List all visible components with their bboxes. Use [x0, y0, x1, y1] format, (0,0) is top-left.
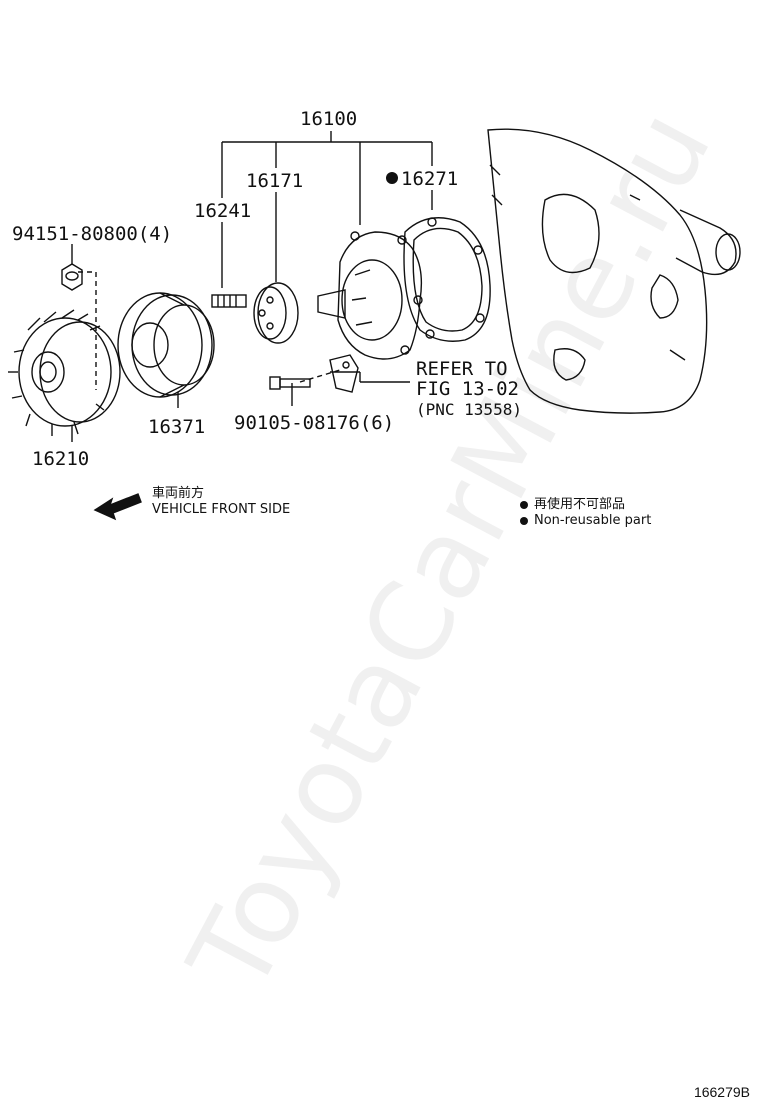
front-direction-arrow-icon	[93, 493, 142, 521]
direction-jp: 車両前方	[152, 486, 205, 501]
flange-part	[253, 282, 299, 344]
legend-en-row: Non-reusable part	[520, 513, 651, 529]
legend: 再使用不可部品 Non-reusable part	[520, 497, 651, 530]
label-fluid-coupling: 16210	[32, 448, 90, 470]
non-reusable-dot-icon	[520, 516, 528, 525]
legend-jp: 再使用不可部品	[534, 497, 626, 512]
label-stud: 16241	[194, 200, 252, 222]
bolt-part	[269, 376, 311, 390]
legend-en: Non-reusable part	[534, 513, 652, 529]
non-reusable-dot-icon	[386, 172, 398, 184]
non-reusable-dot-icon	[520, 500, 528, 509]
figure-id: 166279B	[693, 1084, 750, 1100]
timing-cover-part	[487, 128, 741, 414]
gasket-part	[403, 217, 491, 342]
legend-jp-row: 再使用不可部品	[520, 497, 651, 513]
refer-line-2: FIG 13-02	[416, 378, 519, 400]
fluid-coupling-part	[8, 309, 121, 436]
direction-en: VEHICLE FRONT SIDE	[152, 502, 291, 518]
label-bolt: 90105-08176(6)	[234, 412, 395, 434]
refer-line-3: (PNC 13558)	[416, 400, 522, 419]
label-gasket-text: 16271	[401, 168, 459, 190]
water-pump-part	[317, 231, 423, 360]
label-gasket: 16271	[386, 170, 458, 189]
label-flange: 16171	[246, 170, 304, 192]
label-fan-pulley: 16371	[148, 416, 206, 438]
label-nut: 94151-80800(4)	[12, 223, 173, 245]
dashed-guide-lines	[78, 271, 341, 390]
refer-line-1: REFER TO	[416, 358, 508, 380]
label-assembly: 16100	[300, 108, 358, 130]
bracket-part	[329, 354, 359, 393]
nut-part	[61, 263, 83, 291]
direction-note: 車両前方 VEHICLE FRONT SIDE	[152, 486, 290, 519]
fan-pulley-part	[117, 292, 215, 398]
stud-part	[211, 294, 247, 308]
